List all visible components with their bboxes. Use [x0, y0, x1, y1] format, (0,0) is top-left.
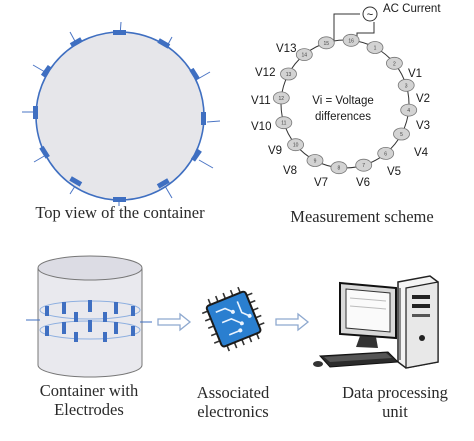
caption-container-line2: Electrodes	[54, 400, 124, 419]
electrode-node-number: 6	[384, 151, 387, 157]
voltage-label-v7: V7	[314, 177, 328, 189]
container-with-electrodes	[26, 255, 152, 378]
electrode-node	[385, 56, 403, 70]
voltage-label-v6: V6	[356, 177, 370, 189]
source-wire-left	[333, 13, 360, 44]
electrode-node-number: 10	[293, 143, 299, 149]
svg-text:~: ~	[367, 9, 373, 21]
center-text-line2: differences	[315, 111, 371, 123]
ac-source-icon: ~	[362, 6, 378, 22]
caption-container-line1: Container with	[39, 381, 139, 400]
cylinder-electrodes	[45, 300, 135, 342]
electrode-node-number: 8	[338, 166, 341, 172]
arrow-right-icon	[275, 312, 310, 332]
caption-electronics-line1: Associated	[196, 383, 270, 402]
electrode-node	[280, 67, 297, 81]
ac-current-label: AC Current	[383, 3, 441, 15]
source-wire-right	[356, 22, 375, 44]
electrodes	[33, 30, 206, 202]
electrode-node	[377, 146, 395, 160]
caption-measurement-scheme: Measurement scheme	[290, 207, 434, 226]
desktop-computer-icon	[313, 275, 439, 369]
electrode-node-number: 13	[286, 72, 292, 78]
container-top-view	[22, 21, 221, 206]
electrode-node-number: 15	[324, 41, 330, 47]
voltage-label-v10: V10	[251, 121, 271, 133]
center-text-line1: Vi = Voltage	[312, 95, 374, 107]
electrode-node-number: 1	[374, 46, 377, 52]
electrode-node-number: 4	[407, 108, 410, 114]
electrode-node	[366, 41, 384, 54]
electrode-node-number: 12	[279, 96, 285, 102]
electrode-node-number: 11	[281, 121, 286, 127]
electrode-node-number: 16	[348, 38, 354, 44]
electrode-node-number: 5	[400, 132, 403, 138]
electrode-node	[355, 158, 373, 172]
electrode-node	[306, 154, 324, 167]
voltage-label-v2: V2	[416, 93, 430, 105]
electrode-node	[287, 138, 305, 152]
voltage-label-v1: V1	[408, 68, 422, 80]
voltage-label-v11: V11	[251, 95, 271, 107]
electrode-node	[393, 127, 410, 141]
voltage-label-v12: V12	[255, 67, 275, 79]
electrode-node	[295, 48, 313, 61]
voltage-label-v13: V13	[276, 43, 296, 55]
electrode-node-number: 3	[405, 83, 408, 89]
electrode-node	[272, 91, 290, 105]
electrode-node	[317, 36, 335, 50]
voltage-label-v9: V9	[268, 145, 282, 157]
electrode-node-number: 2	[393, 61, 396, 67]
electrode-node	[342, 33, 360, 47]
microchip-icon	[201, 286, 265, 352]
electrode-node-number: 9	[314, 159, 317, 165]
electrode-node-number: 7	[362, 163, 365, 169]
voltage-label-v8: V8	[283, 165, 297, 177]
electrode-node	[400, 103, 418, 117]
voltage-label-v5: V5	[387, 166, 401, 178]
caption-top-view: Top view of the container	[35, 203, 205, 222]
voltage-label-v4: V4	[414, 147, 429, 159]
electrode-node	[275, 116, 293, 130]
caption-electronics-line2: electronics	[197, 402, 269, 421]
electrode-node	[330, 161, 348, 175]
container-disc	[35, 31, 205, 201]
electrode-node-number: 14	[302, 53, 308, 59]
voltage-label-v3: V3	[416, 120, 430, 132]
electrode-node	[397, 78, 415, 92]
arrow-right-icon	[157, 312, 192, 332]
caption-processing-line2: unit	[382, 402, 408, 421]
caption-processing-line1: Data processing	[342, 383, 448, 402]
